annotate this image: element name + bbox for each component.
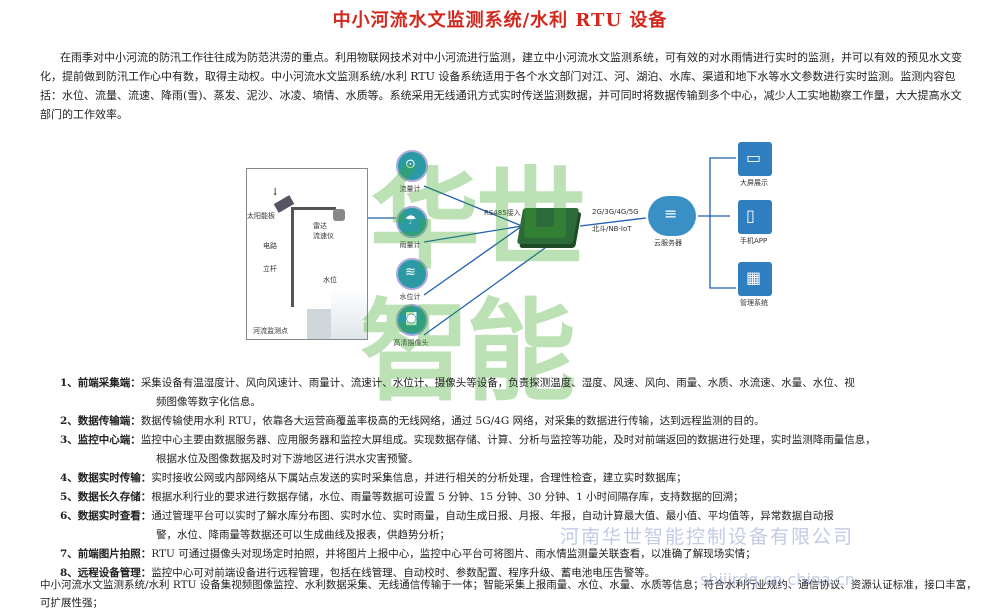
list-item: 8、远程设备管理：监控中心可对前端设备进行远程管理，包括在线管理、自动校时、参数… xyxy=(60,567,656,579)
cloud-label: 云服务器 xyxy=(654,239,682,247)
network-label: 2G/3G/4G/5G xyxy=(592,208,639,216)
water-shape xyxy=(331,287,367,339)
connection-lines xyxy=(366,157,736,336)
mobile-app-icon: ▯ xyxy=(738,200,772,234)
water-level-meter-label: 水位计 xyxy=(399,293,421,301)
radar-label: 雷达 流速仪 xyxy=(313,222,334,240)
page-title: 中小河流水文监测系统/水利 RTU 设备 xyxy=(332,10,668,31)
company-watermark: 河南华世智能控制设备有限公司 xyxy=(560,526,855,548)
circuit-label: 电路 xyxy=(263,242,277,250)
mobile-app-label: 手机APP xyxy=(740,237,768,245)
management-system-label: 管理系统 xyxy=(740,299,768,307)
list-item: 7、前端图片拍照：RTU 可通过摄像头对现场定时拍照，并将图片上报中心，监控中心… xyxy=(60,548,756,560)
sun-arrow-icon: ↓ xyxy=(271,187,280,198)
rain-gauge-icon: ☂ xyxy=(396,206,428,238)
big-screen-label: 大屏展示 xyxy=(740,179,768,187)
list-item: 6、数据实时查看：通过管理平台可以实时了解水库分布图、实时水位、实时雨量，自动生… xyxy=(60,510,834,522)
cloud-server-icon: ≡ xyxy=(648,196,696,236)
intro-paragraph: 在雨季对中小河流的防汛工作往往成为防范洪涝的重点。利用物联网技术对中小河流进行监… xyxy=(40,51,962,121)
url-watermark: shiijrdq.cn.china.cn xyxy=(700,570,855,589)
footer-paragraph: 中小河流水文监测系统/水利 RTU 设备集视频图像监控、水利数据采集、无线通信传… xyxy=(40,579,977,609)
list-item: 5、数据长久存储：根据水利行业的要求进行数据存储，水位、雨量等数据可设置 5 分… xyxy=(60,491,744,503)
list-item: 4、数据实时传输：实时接收公网或内部网络从下属站点发送的实时采集信息，并进行相关… xyxy=(60,472,687,484)
big-screen-icon: ▭ xyxy=(738,142,772,176)
river-monitoring-site: ↓ 太阳能板 雷达 流速仪 电路 立杆 水位 河流监测点 xyxy=(246,168,368,340)
solar-label: 太阳能板 xyxy=(247,212,275,220)
system-diagram: ↓ 太阳能板 雷达 流速仪 电路 立杆 水位 河流监测点 ⊙ 流量计 ☂ 雨量计… xyxy=(240,138,780,353)
list-item-continued: 警，水位、降雨量等数据还可以生成曲线及报表，供趋势分析； xyxy=(156,529,450,541)
bank-wall-shape xyxy=(307,309,331,339)
list-item: 1、前端采集端：采集设备有温湿度计、风向风速计、雨量计、流速计、水位计、摄像头等… xyxy=(60,377,855,389)
feature-list: 1、前端采集端：采集设备有温湿度计、风向风速计、雨量计、流速计、水位计、摄像头等… xyxy=(60,374,980,583)
flowmeter-icon: ⊙ xyxy=(396,150,428,182)
list-item: 2、数据传输端：数据传输使用水利 RTU，依靠各大运营商覆盖率极高的无线网络，通… xyxy=(60,415,765,427)
rs485-label: RS485接入 xyxy=(484,209,521,217)
rtu-device-icon xyxy=(516,208,580,244)
list-item: 3、监控中心端：监控中心主要由数据服务器、应用服务器和监控大屏组成。实现数据存储… xyxy=(60,434,876,446)
water-label: 水位 xyxy=(323,276,337,284)
radar-sensor-icon xyxy=(333,209,345,221)
pole-arm-shape xyxy=(291,207,336,210)
pole-label: 立杆 xyxy=(263,265,277,273)
list-item-continued: 频图像等数字化信息。 xyxy=(156,396,261,408)
site-label: 河流监测点 xyxy=(253,327,288,335)
list-item-continued: 根据水位及图像数据及时对下游地区进行洪水灾害预警。 xyxy=(156,453,419,465)
water-level-meter-icon: ≋ xyxy=(396,258,428,290)
flowmeter-label: 流量计 xyxy=(399,185,421,193)
network-label-2: 北斗/NB-IoT xyxy=(592,225,632,233)
camera-icon: ◙ xyxy=(396,304,428,336)
rain-gauge-label: 雨量计 xyxy=(399,241,421,249)
camera-label: 高清摄像头 xyxy=(393,339,429,347)
management-system-icon: ▦ xyxy=(738,262,772,296)
pole-shape xyxy=(291,207,294,307)
